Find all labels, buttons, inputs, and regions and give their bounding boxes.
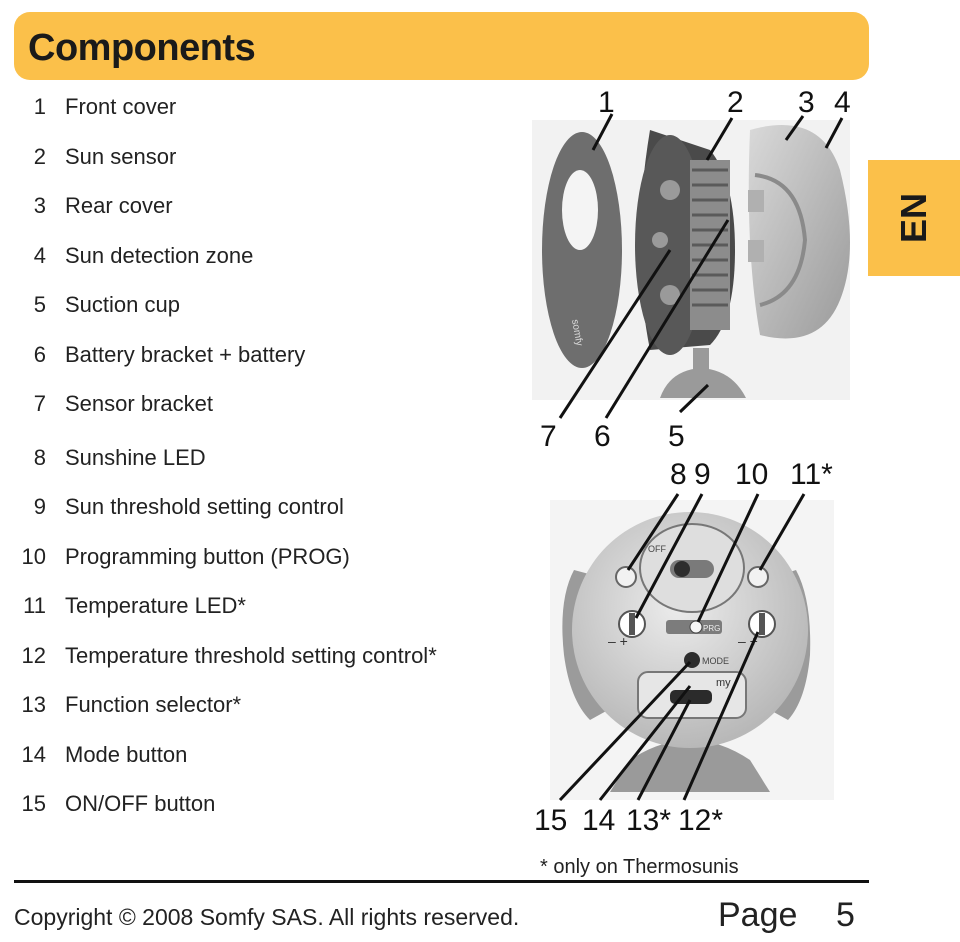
list-item: 13 Function selector* bbox=[0, 690, 520, 720]
callout-5: 5 bbox=[668, 420, 685, 453]
item-label: ON/OFF button bbox=[65, 791, 216, 816]
item-label: Mode button bbox=[65, 742, 188, 767]
list-item: 3 Rear cover bbox=[0, 191, 520, 221]
sensor-diagram: somfy 1 2 3 4 7 6 5 bbox=[532, 86, 851, 837]
section-header: Components bbox=[14, 12, 869, 80]
list-item: 7 Sensor bracket bbox=[0, 389, 520, 419]
off-label: OFF bbox=[648, 544, 666, 554]
temperature-led bbox=[747, 566, 769, 588]
callout-14: 14 bbox=[582, 804, 615, 837]
item-number: 11 bbox=[23, 593, 46, 618]
callout-3: 3 bbox=[798, 86, 815, 119]
callout-11: 11* bbox=[790, 458, 833, 491]
footer-divider bbox=[14, 880, 869, 883]
list-item: 5 Suction cup bbox=[0, 290, 520, 320]
sensor-bracket-shape bbox=[635, 130, 735, 355]
item-number: 1 bbox=[33, 94, 46, 119]
callout-6: 6 bbox=[594, 420, 611, 453]
item-label: Temperature LED* bbox=[65, 593, 246, 618]
list-item: 12 Temperature threshold setting control* bbox=[0, 641, 520, 671]
item-label: Sun threshold setting control bbox=[65, 494, 344, 519]
item-label: Sensor bracket bbox=[65, 391, 213, 416]
item-number: 3 bbox=[33, 193, 46, 218]
list-item: 2 Sun sensor bbox=[0, 142, 520, 172]
callout-4: 4 bbox=[834, 86, 851, 119]
callout-7: 7 bbox=[540, 420, 557, 453]
copyright-text: Copyright © 2008 Somfy SAS. All rights r… bbox=[14, 904, 520, 930]
item-number: 12 bbox=[21, 643, 46, 668]
callout-9: 9 bbox=[694, 458, 711, 491]
list-item: 4 Sun detection zone bbox=[0, 241, 520, 271]
prog-button[interactable]: PRG bbox=[666, 620, 722, 634]
list-item: 6 Battery bracket + battery bbox=[0, 340, 520, 370]
item-number: 10 bbox=[21, 544, 46, 569]
item-label: Suction cup bbox=[65, 292, 180, 317]
item-number: 9 bbox=[33, 494, 46, 519]
footnote: * only on Thermosunis bbox=[540, 856, 739, 878]
item-label: Temperature threshold setting control* bbox=[65, 643, 437, 668]
item-number: 13 bbox=[21, 692, 46, 717]
svg-text:– +: – + bbox=[608, 633, 628, 649]
list-item: 1 Front cover bbox=[0, 92, 520, 122]
bottom-leader-lines bbox=[558, 493, 806, 802]
page-number: 5 bbox=[836, 896, 855, 934]
item-number: 15 bbox=[21, 791, 46, 816]
top-callouts: 1 2 3 4 7 6 5 bbox=[540, 86, 851, 453]
item-label: Sun detection zone bbox=[65, 243, 254, 268]
language-label: EN bbox=[893, 192, 934, 244]
top-leader-lines bbox=[558, 113, 844, 419]
callout-1: 1 bbox=[598, 86, 615, 119]
sun-threshold-control: – + bbox=[608, 610, 646, 649]
item-label: Sun sensor bbox=[65, 144, 177, 169]
item-number: 4 bbox=[33, 243, 46, 268]
list-item: 10 Programming button (PROG) bbox=[0, 542, 520, 572]
my-label: my bbox=[716, 677, 731, 689]
item-label: Rear cover bbox=[65, 193, 173, 218]
mode-label: MODE bbox=[702, 656, 729, 666]
list-item: 9 Sun threshold setting control bbox=[0, 492, 520, 522]
item-label: Function selector* bbox=[65, 692, 242, 717]
page-title: Components bbox=[28, 27, 256, 69]
item-label: Programming button (PROG) bbox=[65, 544, 350, 569]
callout-8: 8 bbox=[670, 458, 687, 491]
function-selector-knob bbox=[674, 561, 690, 577]
list-item: 8 Sunshine LED bbox=[0, 443, 520, 473]
page-label: Page bbox=[718, 896, 798, 934]
prog-label: PRG bbox=[703, 624, 720, 633]
item-number: 7 bbox=[33, 391, 46, 416]
item-number: 8 bbox=[33, 445, 46, 470]
indicator-window: OFF bbox=[639, 523, 745, 613]
language-tab: EN bbox=[868, 160, 960, 276]
callout-13: 13* bbox=[626, 804, 671, 837]
list-item: 11 Temperature LED* bbox=[0, 591, 520, 621]
item-number: 6 bbox=[33, 342, 46, 367]
bottom-bottom-callouts: 15 14 13* 12* bbox=[534, 804, 723, 837]
rear-cover-shape bbox=[748, 125, 850, 339]
item-label: Front cover bbox=[65, 94, 177, 119]
sunshine-led bbox=[615, 566, 637, 588]
list-item: 14 Mode button bbox=[0, 740, 520, 770]
list-item: 15 ON/OFF button bbox=[0, 789, 520, 819]
brand-label: somfy bbox=[569, 319, 584, 347]
callout-12: 12* bbox=[678, 804, 723, 837]
suction-cup-shape bbox=[660, 348, 746, 398]
callout-15: 15 bbox=[534, 804, 567, 837]
front-cover-shape: somfy bbox=[542, 132, 622, 368]
item-label: Battery bracket + battery bbox=[65, 342, 306, 367]
onoff-button[interactable]: my bbox=[637, 671, 747, 719]
item-number: 5 bbox=[33, 292, 46, 317]
item-label: Sunshine LED bbox=[65, 445, 206, 470]
item-number: 14 bbox=[21, 742, 46, 767]
callout-10: 10 bbox=[735, 458, 768, 491]
item-number: 2 bbox=[33, 144, 46, 169]
callout-2: 2 bbox=[727, 86, 744, 119]
bottom-top-callouts: 8 9 10 11* bbox=[670, 458, 833, 491]
